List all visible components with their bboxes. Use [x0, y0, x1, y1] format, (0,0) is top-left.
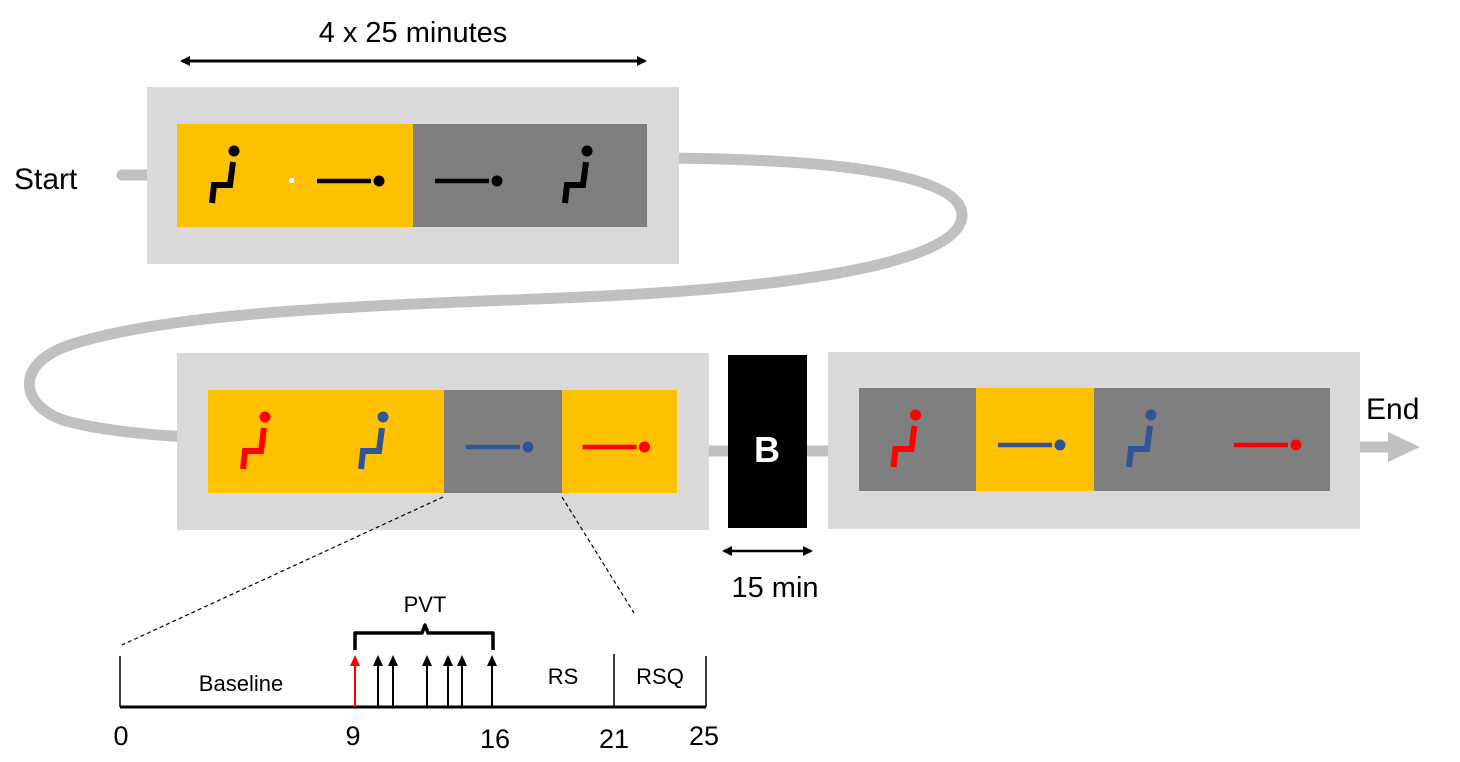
- pvt-arrow: [373, 655, 383, 707]
- lying-posture-icon: [1234, 439, 1302, 451]
- end-label: End: [1366, 393, 1419, 426]
- pvt-arrow: [350, 655, 360, 707]
- sitting-posture-icon: [1126, 409, 1157, 468]
- session-timeline: Baseline RS RSQ PVT 0 9 16 21 25: [113, 592, 719, 754]
- phase-baseline: Baseline: [199, 671, 283, 696]
- pvt-brace: [353, 623, 495, 650]
- zoom-line-right: [561, 496, 635, 614]
- condition-segment: [1212, 388, 1330, 491]
- sitting-posture-icon: [562, 145, 593, 204]
- phase-rs: RS: [548, 664, 579, 689]
- pvt-arrow: [457, 655, 467, 707]
- condition-segment: [177, 124, 295, 227]
- block-1-segments: [177, 124, 647, 227]
- tick-21: 21: [599, 724, 629, 754]
- flow-path-loop: [23, 152, 968, 444]
- tick-16: 16: [480, 724, 510, 754]
- condition-segment: [413, 124, 531, 227]
- condition-segment: [531, 124, 647, 227]
- break-label: B: [754, 429, 780, 470]
- sitting-posture-icon: [358, 411, 389, 470]
- duration-label: 4 x 25 minutes: [319, 17, 508, 49]
- condition-segments: [177, 124, 1330, 493]
- tick-9: 9: [345, 721, 360, 751]
- condition-segment: [976, 388, 1094, 491]
- sitting-posture-icon: [240, 411, 271, 470]
- condition-segment: [326, 390, 444, 493]
- pvt-arrow: [443, 655, 453, 707]
- sitting-posture-icon: [209, 145, 240, 204]
- pvt-label: PVT: [404, 592, 447, 617]
- lying-posture-icon: [317, 175, 385, 187]
- condition-segment: [208, 390, 326, 493]
- tick-25: 25: [689, 721, 719, 751]
- condition-segment: [295, 124, 413, 227]
- pvt-arrow: [422, 655, 432, 707]
- marker-dot: [289, 178, 294, 183]
- condition-segment: [444, 390, 562, 493]
- pvt-arrows: [350, 655, 497, 707]
- pvt-arrow: [487, 655, 497, 707]
- zoom-line-left: [121, 496, 444, 646]
- condition-segment: [1094, 388, 1212, 491]
- start-label: Start: [14, 163, 78, 196]
- end-arrowhead: [1388, 432, 1420, 462]
- pvt-arrow: [388, 655, 398, 707]
- lying-posture-icon: [582, 441, 650, 453]
- break-block: [728, 355, 807, 528]
- lying-posture-icon: [998, 439, 1066, 451]
- lying-posture-icon: [466, 441, 534, 453]
- condition-segment: [859, 388, 976, 491]
- sitting-posture-icon: [890, 409, 921, 468]
- break-duration-label: 15 min: [731, 572, 818, 604]
- block-2-segments: [208, 390, 677, 493]
- phase-rsq: RSQ: [636, 664, 684, 689]
- tick-0: 0: [113, 721, 128, 751]
- lying-posture-icon: [435, 175, 503, 187]
- condition-segment: [562, 390, 677, 493]
- block-3-segments: [859, 388, 1330, 491]
